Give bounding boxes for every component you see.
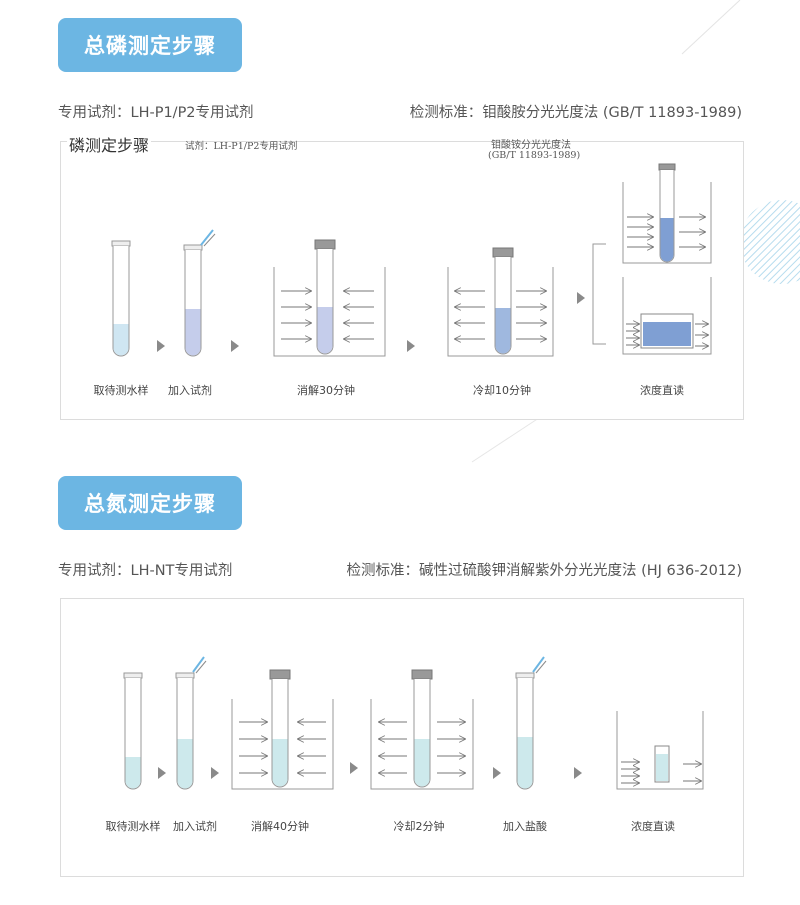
nitrogen-digestion-bath — [231, 669, 334, 790]
phosphorus-cooling-bath — [447, 247, 554, 357]
phosphorus-overlay-title: 磷测定步骤 — [67, 132, 152, 156]
nitrogen-step-label: 加入盐酸 — [503, 820, 547, 833]
nitrogen-step-label: 消解40分钟 — [251, 820, 309, 833]
nitrogen-steps-drawing — [123, 656, 704, 790]
phosphorus-overlay-standard: (GB/T 11893-1989) — [488, 150, 581, 161]
decor-line-top — [681, 0, 741, 55]
phosphorus-reagent: 专用试剂：LH-P1/P2专用试剂 — [58, 105, 254, 121]
step-arrow-icon — [231, 340, 239, 352]
phosphorus-reading-instrument — [592, 163, 712, 355]
step-arrow-icon — [577, 292, 585, 304]
phosphorus-diagram-panel: 磷测定步骤 试剂：LH-P1/P2专用试剂 钼酸铵分光光度法 (GB/T 118… — [60, 132, 744, 420]
nitrogen-step-label: 冷却2分钟 — [393, 820, 445, 833]
nitrogen-reagent: 专用试剂：LH-NT专用试剂 — [58, 563, 233, 579]
nitrogen-hcl-tube — [515, 656, 547, 790]
nitrogen-step-label: 浓度直读 — [631, 820, 675, 833]
phosphorus-step-label: 消解30分钟 — [297, 384, 355, 397]
phosphorus-step-label: 冷却10分钟 — [473, 384, 531, 397]
nitrogen-cooling-bath — [370, 669, 474, 790]
phosphorus-overlay-reagent: 试剂：LH-P1/P2专用试剂 — [185, 141, 298, 152]
phosphorus-standard: 检测标准：钼酸胺分光光度法 (GB/T 11893-1989) — [409, 105, 742, 121]
step-arrow-icon — [158, 767, 166, 779]
step-arrow-icon — [574, 767, 582, 779]
step-arrow-icon — [407, 340, 415, 352]
nitrogen-reading-instrument — [616, 711, 704, 790]
phosphorus-digestion-bath — [273, 239, 386, 357]
phosphorus-step-label: 取待测水样 — [93, 384, 149, 397]
phosphorus-reagent-tube — [183, 229, 216, 357]
step-arrow-icon — [493, 767, 501, 779]
nitrogen-standard: 检测标准：碱性过硫酸钾消解紫外分光光度法 (HJ 636-2012) — [346, 563, 742, 579]
phosphorus-sample-tube — [111, 240, 131, 357]
step-arrow-icon — [157, 340, 165, 352]
step-arrow-icon — [350, 762, 358, 774]
phosphorus-step-label: 浓度直读 — [640, 384, 684, 397]
nitrogen-sample-tube — [123, 672, 143, 790]
step-arrow-icon — [211, 767, 219, 779]
nitrogen-step-label: 加入试剂 — [173, 820, 217, 833]
nitrogen-reagent-tube — [175, 656, 207, 790]
phosphorus-overlay-method: 钼酸铵分光光度法 — [491, 140, 571, 151]
phosphorus-section-title: 总磷测定步骤 — [58, 18, 242, 72]
decor-hatched-circle — [740, 200, 800, 284]
phosphorus-steps-drawing — [111, 163, 712, 357]
nitrogen-step-label: 取待测水样 — [105, 820, 161, 833]
phosphorus-step-label: 加入试剂 — [168, 384, 212, 397]
nitrogen-section-title: 总氮测定步骤 — [58, 476, 242, 530]
nitrogen-diagram-panel: 取待测水样 加入试剂 消解40分钟 冷却2分钟 加入盐酸 浓度直读 — [60, 598, 744, 877]
